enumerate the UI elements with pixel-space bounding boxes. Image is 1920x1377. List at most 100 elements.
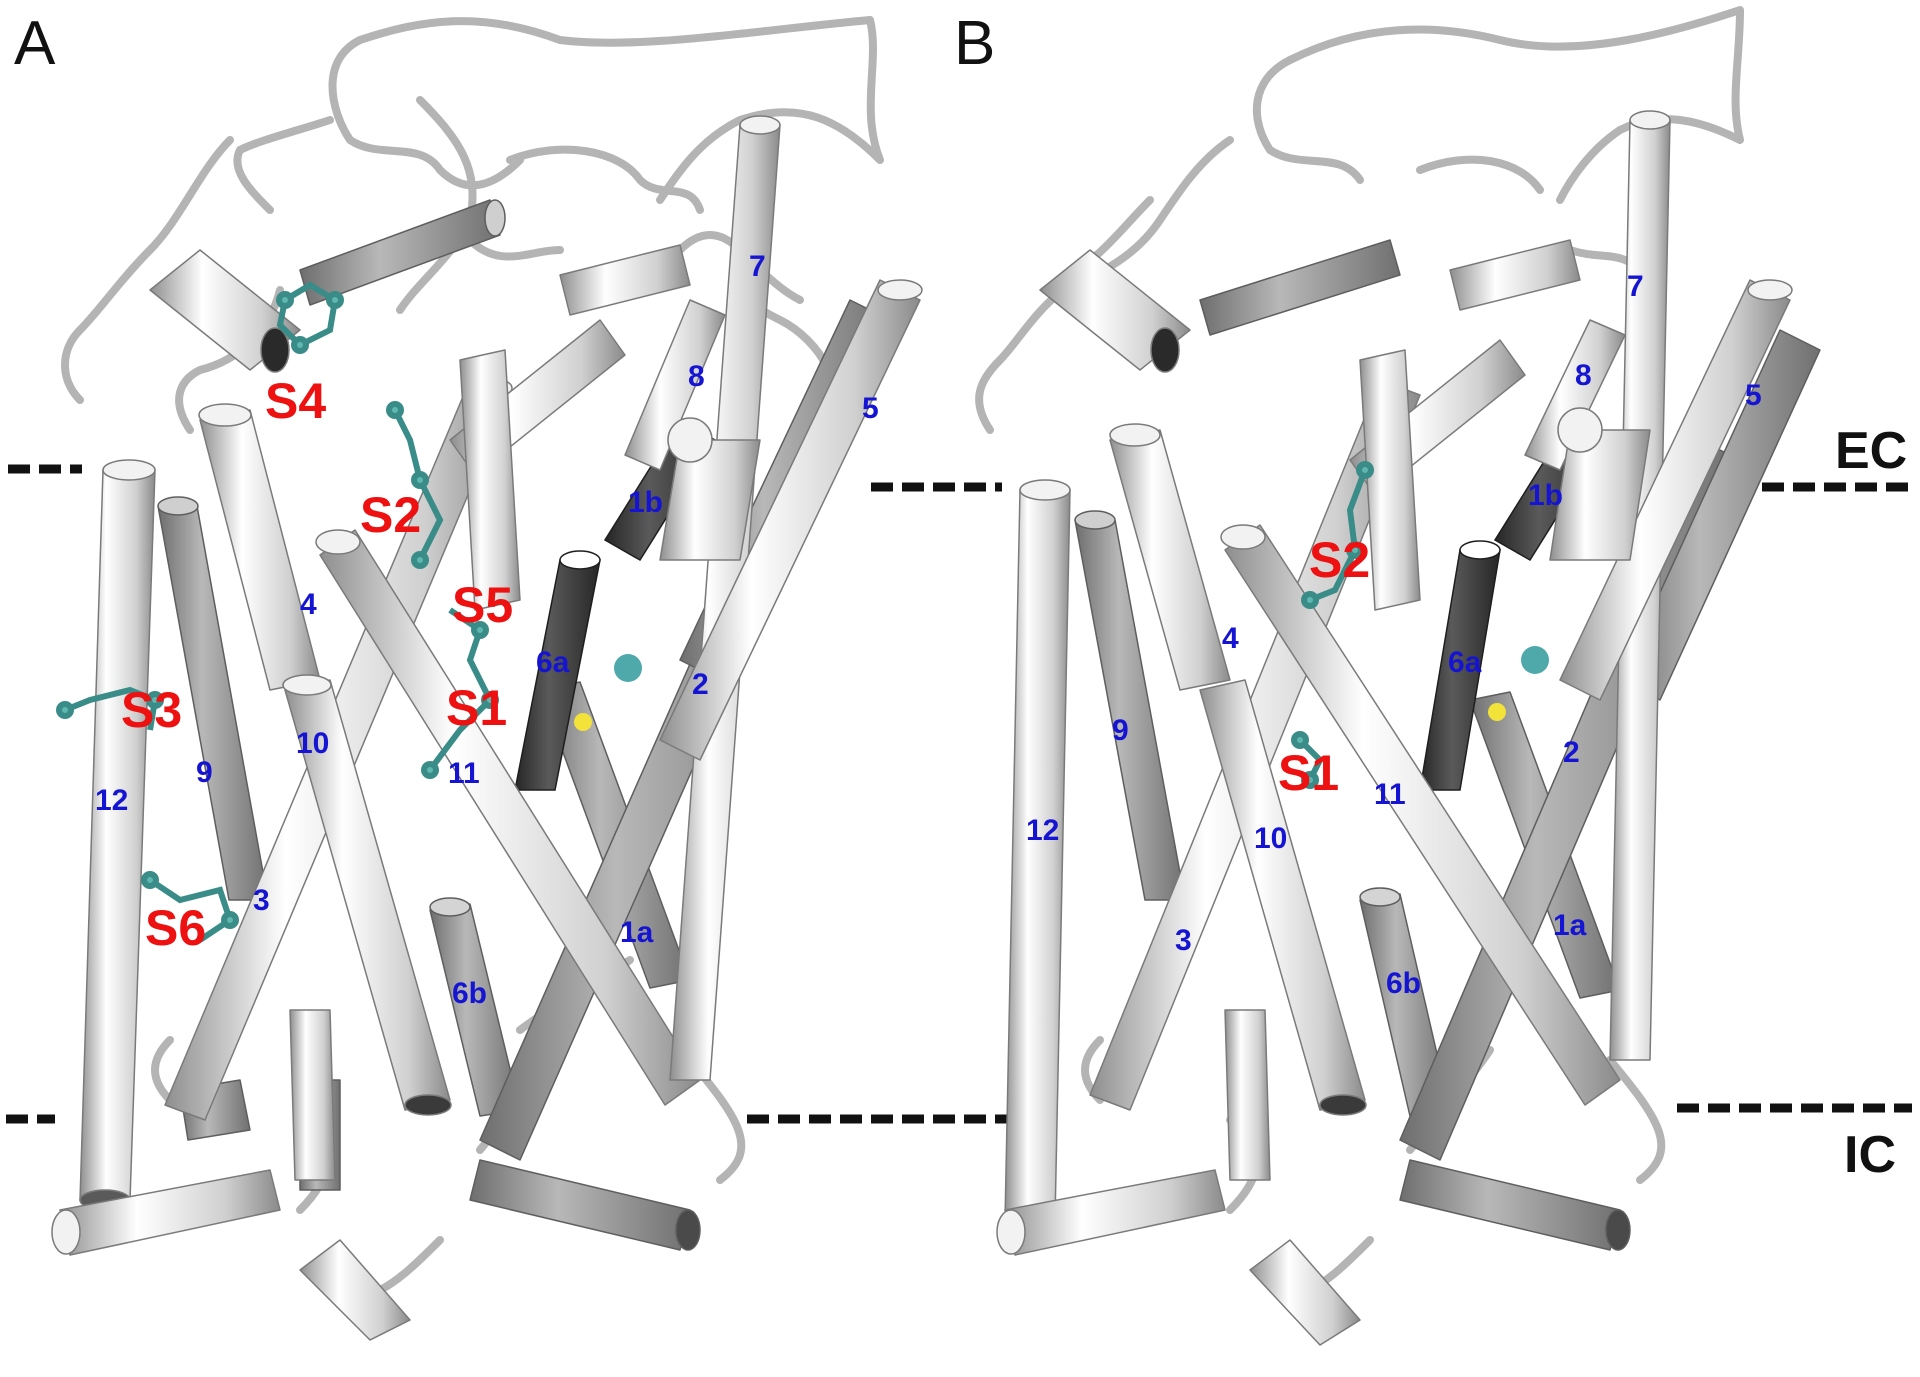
site-s2-b: S2: [1309, 532, 1370, 588]
helix-ic4-cap-b: [996, 1209, 1026, 1255]
helix-6b-cap: [429, 897, 471, 917]
label-11: 11: [448, 757, 480, 790]
panel-b-letter: B: [954, 9, 995, 78]
helix-11-cap: [315, 529, 361, 555]
site-s3: S3: [121, 682, 182, 738]
helix-ic1-cylinder-b: [1399, 1159, 1621, 1251]
label-12-b: 12: [1026, 814, 1059, 847]
helix-9-cap: [157, 496, 199, 516]
label-4-b: 4: [1222, 622, 1239, 655]
helix-5b-cap-b: [1747, 279, 1793, 301]
helix-7-cap: [739, 115, 781, 135]
panel-b-helix-labels: 1a 1b 2 3 4 5 6a 6b 7 8 9 10 11 12: [1026, 270, 1762, 1000]
label-6a: 6a: [536, 646, 570, 679]
helix-12-cap-b: [1019, 479, 1071, 501]
helix-4-cap-b: [1109, 423, 1161, 447]
helix-10-base: [404, 1094, 452, 1116]
label-9: 9: [196, 756, 213, 789]
label-2-b: 2: [1563, 736, 1580, 769]
label-3-b: 3: [1175, 924, 1192, 957]
helix-6a-cap: [559, 550, 601, 570]
helix-ic1-cap-b: [1605, 1209, 1631, 1251]
label-8-b: 8: [1575, 359, 1592, 392]
helix-ic1-cap: [675, 1209, 701, 1251]
helix-9-cap-b: [1074, 510, 1116, 530]
helix-s-a-cylinder-b: [1549, 429, 1651, 561]
label-10: 10: [296, 727, 329, 760]
helix-vert-s-cylinder-b: [1359, 349, 1421, 611]
helix-top-c-cap: [260, 327, 290, 373]
panel-b: B: [954, 6, 1912, 1346]
helix-top-a-cap: [484, 199, 506, 237]
label-4: 4: [300, 588, 317, 621]
label-8: 8: [688, 360, 705, 393]
panel-b-ligands: [1291, 461, 1374, 789]
label-5: 5: [862, 392, 879, 425]
label-5-b: 5: [1745, 379, 1762, 412]
helix-ic5-cylinder: [299, 1239, 411, 1341]
helix-12-cap: [102, 459, 156, 481]
ligand-s4: [276, 281, 339, 349]
label-1b: 1b: [628, 486, 663, 519]
sodium-ion: [614, 654, 642, 682]
helix-8-cylinder-b: [1524, 319, 1626, 471]
panel-b-helices-front: [996, 110, 1793, 1346]
label-6b-b: 6b: [1386, 967, 1421, 1000]
helix-12-cylinder: [79, 469, 156, 1201]
helix-s-a-cap-b: [1557, 407, 1603, 453]
site-s1: S1: [446, 680, 507, 736]
label-1a: 1a: [620, 916, 654, 949]
helix-6a-cap-b: [1459, 540, 1501, 560]
site-s4: S4: [265, 373, 326, 429]
helix-5b-cap: [877, 279, 923, 301]
label-6b: 6b: [452, 977, 487, 1010]
helix-low-a-cylinder-b: [1224, 1009, 1271, 1181]
helix-12-cylinder-b: [1004, 489, 1071, 1221]
helix-10-base-b: [1319, 1094, 1367, 1116]
helix-7-cap-b: [1629, 110, 1671, 130]
panel-a: A: [6, 9, 1010, 1341]
label-1a-b: 1a: [1553, 909, 1587, 942]
site-s1-b: S1: [1278, 745, 1339, 801]
helix-top-c-cap-b: [1150, 327, 1180, 373]
ec-label: EC: [1835, 422, 1907, 480]
helix-s-a-cylinder: [659, 439, 761, 561]
helix-s-a-cap: [667, 417, 713, 463]
helix-11-cap-b: [1220, 524, 1266, 550]
ligand-s6: [148, 877, 234, 943]
helix-6b-cap-b: [1359, 887, 1401, 907]
site-s5: S5: [452, 577, 513, 633]
helix-top-d-cylinder: [559, 244, 691, 316]
helix-ic4-cap: [51, 1209, 81, 1255]
panel-a-letter: A: [14, 9, 56, 78]
label-9-b: 9: [1112, 714, 1129, 747]
label-6a-b: 6a: [1448, 646, 1482, 679]
helix-10-cylinder-b: [1199, 679, 1366, 1111]
helix-top-a-cylinder-b: [1199, 239, 1401, 336]
panel-a-ligands: [56, 281, 499, 943]
helix-4-cap: [198, 403, 252, 427]
panel-a-helix-labels: 1a 1b 2 3 4 5 6a 6b 7 8 9 10 11 12: [95, 250, 879, 1010]
ic-label: IC: [1844, 1126, 1896, 1184]
helix-5-cylinder-b: [1619, 329, 1821, 701]
ligand-s3: [63, 686, 159, 731]
helix-top-d-cylinder-b: [1449, 239, 1581, 311]
helix-vert-s-cylinder: [459, 349, 521, 611]
site-s2: S2: [360, 487, 421, 543]
label-3: 3: [253, 884, 270, 917]
helix-10-cap: [282, 674, 332, 696]
label-12: 12: [95, 784, 128, 817]
helix-8-cylinder: [624, 299, 726, 471]
panel-a-helices-front: [51, 115, 923, 1341]
label-10-b: 10: [1254, 822, 1287, 855]
site-s6: S6: [145, 900, 206, 956]
label-1b-b: 1b: [1528, 479, 1563, 512]
label-7-b: 7: [1627, 270, 1644, 303]
chloride-ion-b: [1488, 703, 1506, 721]
helix-top-a-cylinder: [299, 199, 501, 306]
helix-ic5-cylinder-b: [1249, 1239, 1361, 1346]
label-7: 7: [749, 250, 766, 283]
panel-b-site-labels: S1 S2: [1278, 532, 1370, 801]
sodium-ion-b: [1521, 646, 1549, 674]
